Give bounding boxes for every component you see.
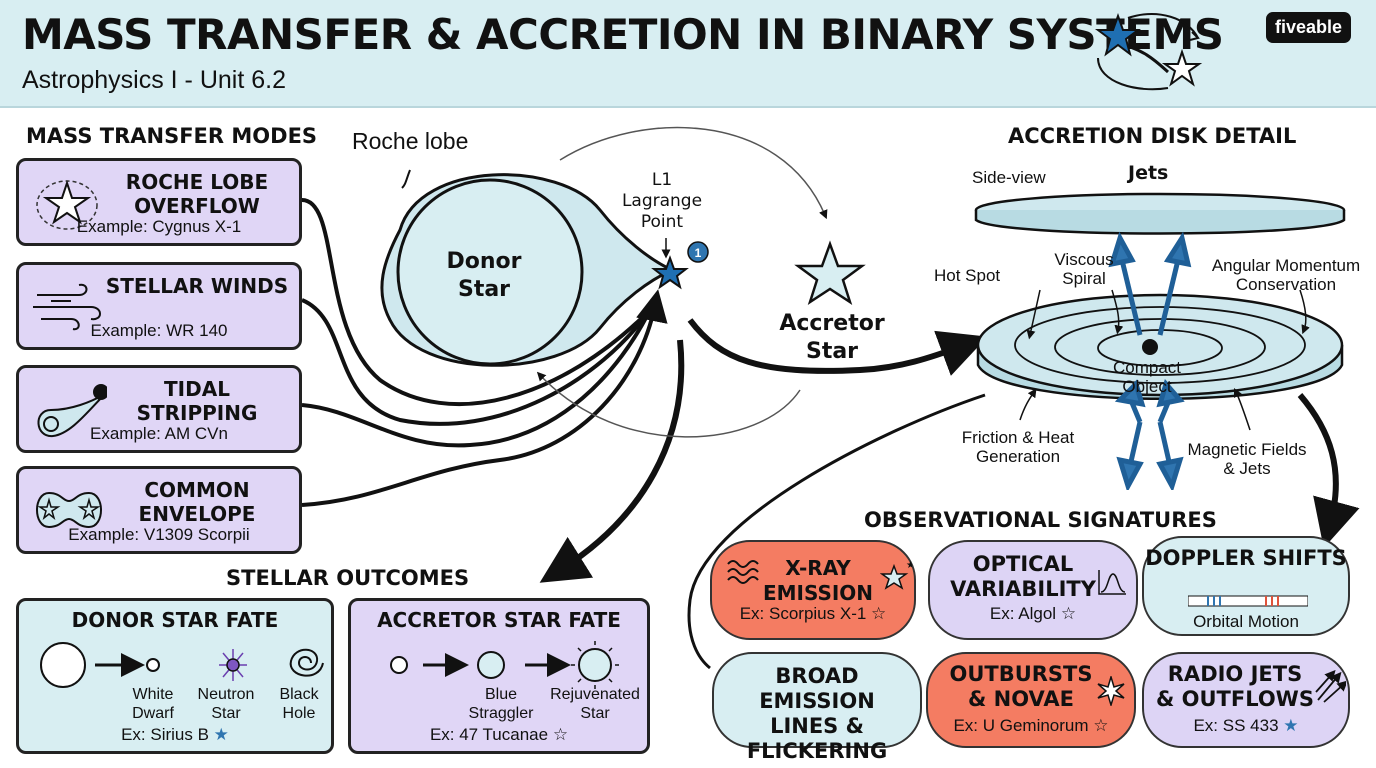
jets-label: Jets bbox=[1128, 162, 1169, 184]
sig-doppler-shifts[interactable]: DOPPLER SHIFTS Orbital Motion bbox=[1142, 536, 1350, 636]
burst-icon bbox=[1097, 676, 1125, 706]
stellar-outcomes-heading: STELLAR OUTCOMES bbox=[226, 566, 470, 590]
outline-star-icon: ☆ bbox=[552, 725, 569, 744]
sig-example: Orbital Motion bbox=[1193, 612, 1299, 631]
donor-fate-example: Ex: Sirius B ★ bbox=[121, 725, 229, 744]
sig-broad-emission[interactable]: BROAD EMISSION LINES & FLICKERING bbox=[712, 652, 922, 763]
friction-heat-label: Friction & Heat Generation bbox=[961, 428, 1075, 466]
compact-object bbox=[1142, 339, 1158, 355]
rejuvenated-star-label: Rejuvenated Star bbox=[550, 686, 640, 722]
brand-logo[interactable]: fiveable bbox=[1266, 12, 1352, 43]
orbit-arc-top bbox=[559, 126, 828, 220]
l1-badge-text: 1 bbox=[694, 246, 702, 260]
accretor-star-label: Accretor Star bbox=[779, 311, 885, 364]
blue-star-icon: ★ bbox=[213, 725, 229, 744]
wind-icon bbox=[33, 283, 101, 331]
sig-xray-emission[interactable]: X-RAY EMISSION ★ Ex: Scorpius X-1 ☆ bbox=[710, 540, 916, 640]
outline-star-icon: ☆ bbox=[1060, 604, 1077, 623]
mode-card-roche[interactable]: ROCHE LOBE OVERFLOW Example: Cygnus X-1 bbox=[16, 158, 302, 246]
white-dwarf-label: White Dwarf bbox=[132, 686, 174, 722]
mode-title: STELLAR WINDS bbox=[105, 274, 289, 298]
binary-stars-icon bbox=[1095, 13, 1203, 91]
compact-object-label: Compact Object bbox=[1112, 358, 1182, 396]
tidal-icon bbox=[37, 384, 107, 438]
sig-example: Ex: SS 433 ★ bbox=[1193, 716, 1299, 735]
sig-title: DOPPLER SHIFTS bbox=[1145, 546, 1347, 570]
donor-fate-title: DONOR STAR FATE bbox=[71, 608, 279, 632]
binary-system-diagram bbox=[380, 169, 866, 367]
mode-title: COMMON ENVELOPE bbox=[138, 478, 256, 526]
roche-star-icon bbox=[36, 179, 98, 230]
mass-transfer-heading: MASS TRANSFER MODES bbox=[26, 124, 318, 148]
sig-title: RADIO JETS & OUTFLOWS bbox=[1156, 662, 1314, 711]
mode-example: Example: WR 140 bbox=[90, 321, 228, 340]
disk-top-view bbox=[976, 293, 1344, 397]
accretion-disk-heading: ACCRETION DISK DETAIL bbox=[1008, 124, 1297, 148]
roche-lobe-label: Roche lobe bbox=[352, 128, 469, 154]
accretor-fate-title: ACCRETOR STAR FATE bbox=[377, 608, 621, 632]
mode-card-winds[interactable]: STELLAR WINDS Example: WR 140 bbox=[16, 262, 302, 350]
outline-star-icon: ☆ bbox=[871, 604, 887, 623]
accretor-fate-example: Ex: 47 Tucanae ☆ bbox=[429, 725, 569, 744]
mode-title: TIDAL STRIPPING bbox=[136, 377, 258, 425]
envelope-icon bbox=[36, 491, 102, 529]
orbit-arc-bottom bbox=[536, 371, 801, 438]
outflow-arrows-icon bbox=[1315, 670, 1346, 703]
flow-to-outcomes-arrow bbox=[539, 339, 685, 583]
mode-example: Example: V1309 Scorpii bbox=[68, 525, 250, 544]
donor-evolution-icons bbox=[40, 642, 324, 688]
mode-example: Example: Cygnus X-1 bbox=[76, 217, 242, 236]
donor-star-label: Donor Star bbox=[446, 249, 522, 302]
l1-badge bbox=[687, 241, 709, 263]
accretor-evolution-icons bbox=[390, 641, 619, 689]
svg-text:★: ★ bbox=[906, 560, 912, 571]
mode-card-envelope[interactable]: COMMON ENVELOPE Example: V1309 Scorpii bbox=[16, 466, 302, 554]
mode-connectors bbox=[301, 198, 668, 507]
sig-title: BROAD EMISSION LINES & FLICKERING bbox=[746, 664, 888, 763]
spectrum-lines-icon bbox=[1188, 595, 1308, 607]
blue-straggler-label: Blue Straggler bbox=[468, 686, 534, 722]
black-hole-label: Black Hole bbox=[279, 686, 319, 722]
neutron-star-label: Neutron Star bbox=[197, 686, 255, 722]
sparkle-star-icon: ★ bbox=[880, 560, 912, 590]
mode-card-tidal[interactable]: TIDAL STRIPPING Example: AM CVn bbox=[16, 365, 302, 453]
accretor-fate-card[interactable]: ACCRETOR STAR FATE Blue Straggler Rejuve… bbox=[348, 598, 650, 754]
sig-outbursts-novae[interactable]: OUTBURSTS & NOVAE Ex: U Geminorum ☆ bbox=[926, 652, 1136, 748]
sig-radio-jets[interactable]: RADIO JETS & OUTFLOWS Ex: SS 433 ★ bbox=[1142, 652, 1350, 748]
page-subtitle: Astrophysics I - Unit 6.2 bbox=[22, 66, 286, 94]
viscous-spiral-label: Viscous Spiral bbox=[1054, 250, 1114, 288]
light-curve-icon bbox=[1098, 570, 1126, 595]
donor-star bbox=[396, 178, 584, 366]
sig-example: Ex: U Geminorum ☆ bbox=[953, 716, 1109, 735]
donor-fate-card[interactable]: DONOR STAR FATE White Dwarf Neutron Star… bbox=[16, 598, 334, 754]
sig-title: OUTBURSTS & NOVAE bbox=[949, 662, 1093, 711]
sig-example: Ex: Scorpius X-1 ☆ bbox=[739, 604, 887, 623]
sig-title: X-RAY EMISSION bbox=[762, 556, 874, 605]
outline-star-icon: ☆ bbox=[1093, 716, 1109, 735]
signatures-heading: OBSERVATIONAL SIGNATURES bbox=[864, 508, 1217, 532]
mode-title: ROCHE LOBE OVERFLOW bbox=[125, 170, 269, 218]
magnetic-fields-label: Magnetic Fields & Jets bbox=[1187, 440, 1307, 478]
sig-example: Ex: Algol ☆ bbox=[989, 604, 1077, 623]
flow-to-disk-arrow bbox=[687, 318, 988, 376]
sig-title: OPTICAL VARIABILITY bbox=[950, 552, 1096, 601]
flow-to-signatures-arrow bbox=[1297, 393, 1360, 549]
disk-to-emission-line bbox=[687, 393, 986, 670]
accretion-disk-diagram bbox=[974, 192, 1346, 490]
l1-point-marker bbox=[651, 255, 689, 290]
accretor-star bbox=[794, 240, 866, 305]
page-title: MASS TRANSFER & ACCRETION IN BINARY SYST… bbox=[22, 10, 1224, 59]
hot-spot-label: Hot Spot bbox=[934, 266, 1001, 285]
sig-optical-variability[interactable]: OPTICAL VARIABILITY Ex: Algol ☆ bbox=[928, 540, 1138, 640]
blue-star-icon: ★ bbox=[1283, 716, 1299, 735]
l1-label: L1 Lagrange Point bbox=[621, 170, 703, 232]
angular-momentum-label: Angular Momentum Conservation bbox=[1211, 256, 1361, 294]
xray-wave-icon bbox=[727, 560, 759, 584]
side-view-label: Side-view bbox=[972, 168, 1046, 187]
mode-example: Example: AM CVn bbox=[90, 424, 228, 443]
